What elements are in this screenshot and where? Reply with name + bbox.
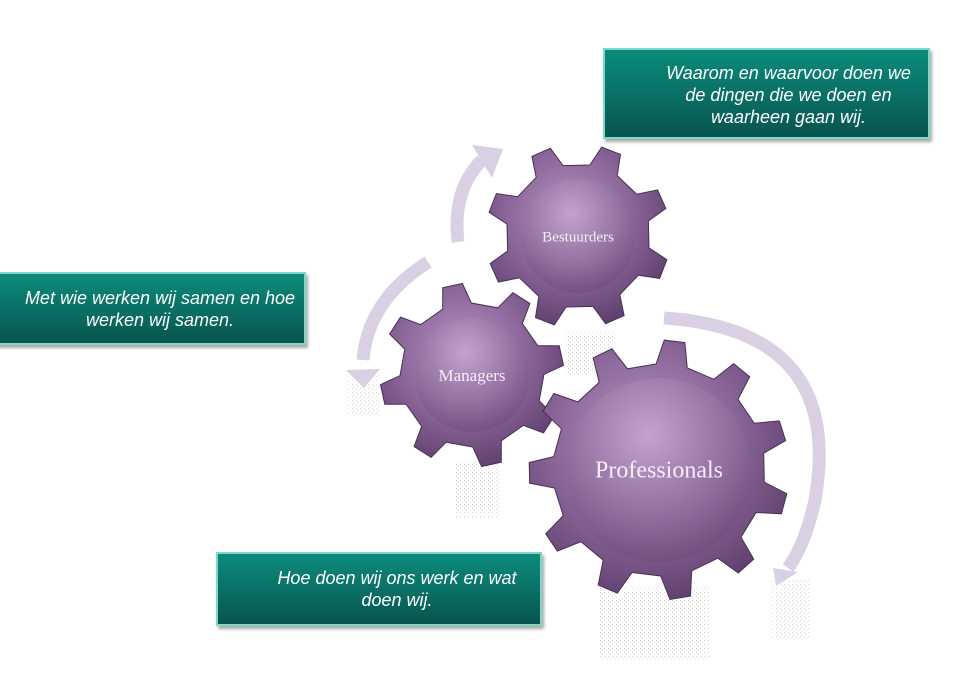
arrow-managers-to-bestuurders: [450, 155, 487, 243]
gear-professionals: Professionals: [528, 339, 788, 601]
arrowhead-left-icon: [346, 369, 380, 388]
gear-label-bestuurders: Bestuurders: [542, 229, 614, 245]
cycle-arrows: [356, 155, 826, 572]
gear-label-professionals: Professionals: [595, 458, 723, 484]
callout-why: Waarom en waarvoor doen we de dingen die…: [603, 48, 930, 139]
callout-how: Hoe doen wij ons werk en wat doen wij.: [216, 552, 542, 626]
callout-how-text: Hoe doen wij ons werk en wat doen wij.: [277, 568, 517, 610]
callout-with-whom: Met wie werken wij samen en hoe werken w…: [0, 272, 306, 345]
callout-why-text: Waarom en waarvoor doen we de dingen die…: [666, 63, 911, 127]
arrowhead-top-icon: [472, 145, 503, 178]
gear-bestuurders: Bestuurders: [488, 146, 668, 326]
arrow-bestuurders-to-professionals: [663, 311, 826, 572]
arrow-bestuurders-to-managers: [356, 256, 432, 361]
gear-label-managers: Managers: [438, 366, 505, 385]
gear-reflections: [345, 330, 810, 660]
gear-managers: Managers: [379, 282, 565, 468]
arrowhead-bottom-icon: [773, 568, 798, 586]
callout-with-whom-text: Met wie werken wij samen en hoe werken w…: [24, 288, 296, 330]
